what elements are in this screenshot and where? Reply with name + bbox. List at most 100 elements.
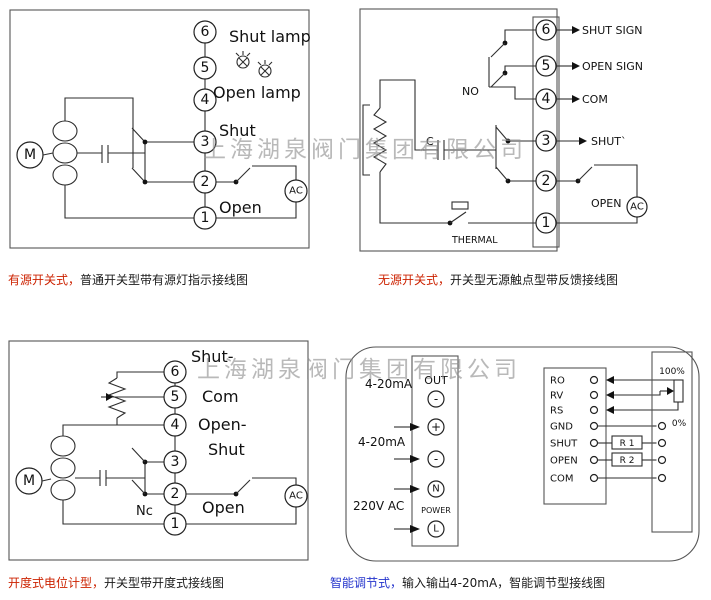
input-labels: 4-20mA 4-20mA 220V AC [353, 377, 413, 513]
caption-desc: 输入输出4-20mA，智能调节型接线图 [402, 576, 606, 590]
terminal-in-plus: + [427, 418, 445, 436]
terminal-5: 5 [193, 56, 217, 80]
terminal-1: 1 [163, 512, 187, 536]
diagram-active-switch: M [9, 9, 311, 249]
pot-100-label: 100% [659, 367, 685, 377]
open-label: OPEN [550, 456, 578, 467]
svg-text:4: 4 [201, 92, 210, 108]
open-lamp-label: Open lamp [213, 83, 301, 102]
svg-text:1: 1 [201, 210, 210, 226]
terminal-strip [532, 16, 560, 248]
lamp-icon-open [257, 60, 273, 78]
diagram-potentiometer: M [8, 340, 309, 561]
actuator-outline [345, 346, 700, 562]
open-label: Open [219, 198, 262, 217]
com-label: COM [582, 93, 608, 106]
terminal-5: 5 [163, 385, 187, 409]
caption-term: 智能调节式， [330, 576, 403, 590]
pot-0-label: 0% [672, 419, 687, 429]
gnd-label: GND [550, 422, 573, 433]
rv-label: RV [550, 391, 563, 402]
rs-label: RS [550, 406, 563, 417]
svg-text:-: - [434, 452, 438, 466]
terminal-2: 2 [193, 170, 217, 194]
caption-active-switch: 有源开关式，普通开关型带有源灯指示接线图 [8, 271, 248, 288]
svg-text:+: + [431, 420, 441, 434]
svg-text:3: 3 [542, 133, 551, 149]
board-terminals: RO RV RS GND SHUT OPEN COM [550, 376, 599, 485]
svg-text:5: 5 [201, 60, 210, 76]
shut-label: Shut [219, 121, 256, 140]
labels: Shut- Com Open- Shut Open Nc [136, 347, 247, 519]
capacitor-label: C [426, 135, 434, 148]
terminal-block: 6 5 4 3 2 1 [535, 19, 557, 234]
nc-label: Nc [136, 504, 153, 519]
terminal-2: 2 [535, 170, 557, 192]
terminal-4: 4 [535, 88, 557, 110]
svg-text:1: 1 [171, 516, 180, 532]
wiring [597, 376, 679, 479]
com-label: Com [202, 387, 239, 406]
lamp-icon-shut [235, 51, 251, 69]
ac-source: AC [626, 196, 648, 218]
svg-text:6: 6 [171, 364, 180, 380]
power-label: POWER [421, 506, 451, 515]
shut-sign-label: SHUT SIGN [582, 24, 643, 37]
svg-text:5: 5 [542, 58, 551, 74]
wiring [64, 32, 297, 219]
motor-symbol: M [16, 120, 78, 186]
terminal-neutral: N [427, 480, 445, 498]
terminal-in-minus: - [427, 450, 445, 468]
com-label: COM [550, 474, 573, 485]
r1-label: R 1 [620, 439, 635, 449]
terminal-out-minus: - [427, 390, 445, 408]
feedback-strip [651, 351, 693, 533]
diagram-border [359, 8, 558, 252]
motor-symbol: M [15, 435, 76, 501]
no-label: NO [462, 85, 479, 98]
terminal-2: 2 [163, 482, 187, 506]
terminal-5: 5 [535, 55, 557, 77]
terminal-block: 6 5 4 3 2 1 [193, 20, 217, 230]
terminal-1: 1 [535, 212, 557, 234]
ro-label: RO [550, 376, 565, 387]
svg-text:AC: AC [289, 186, 303, 197]
diagram-border [9, 9, 310, 249]
motor-label: M [24, 147, 36, 163]
svg-text:1: 1 [542, 215, 551, 231]
open-label: Open [202, 498, 245, 517]
caption-term: 开度式电位计型， [8, 576, 105, 590]
svg-text:6: 6 [542, 22, 551, 38]
caption-potentiometer: 开度式电位计型，开关型带开度式接线图 [8, 574, 224, 591]
caption-term: 无源开关式， [378, 273, 451, 287]
thermal-label: THERMAL [451, 235, 498, 246]
caption-term: 有源开关式， [8, 273, 81, 287]
open-minus-label: Open- [198, 415, 247, 434]
supply-label: 220V AC [353, 499, 404, 513]
shut-label: SHUT` [591, 135, 627, 148]
svg-text:4: 4 [542, 91, 551, 107]
terminal-4: 4 [193, 88, 217, 112]
svg-text:2: 2 [171, 486, 180, 502]
svg-text:AC: AC [630, 202, 644, 213]
caption-desc: 普通开关型带有源灯指示接线图 [80, 273, 249, 287]
resistors: R 1 R 2 [611, 435, 643, 467]
svg-text:L: L [433, 524, 439, 535]
diagram-passive-switch: 6 5 4 3 2 1 SHUT SIGN OPEN SIGN COM SHUT… [359, 8, 648, 252]
r2-label: R 2 [620, 456, 635, 466]
labels: Shut lamp Open lamp Shut Open [213, 27, 311, 217]
ac-source: AC [284, 179, 308, 203]
terminal-line: L [427, 520, 445, 538]
diagram-border [8, 340, 309, 561]
svg-text:3: 3 [171, 454, 180, 470]
input-arrows [394, 423, 420, 533]
terminal-3: 3 [163, 450, 187, 474]
svg-text:N: N [432, 484, 439, 495]
svg-text:AC: AC [289, 491, 303, 502]
svg-text:5: 5 [171, 389, 180, 405]
shut-lamp-label: Shut lamp [229, 27, 311, 46]
diagram-intelligent: OUT - + - N POWER L 4-20mA 4-20mA 220V A… [345, 346, 700, 562]
terminal-3: 3 [193, 130, 217, 154]
ac-source: AC [284, 484, 308, 508]
